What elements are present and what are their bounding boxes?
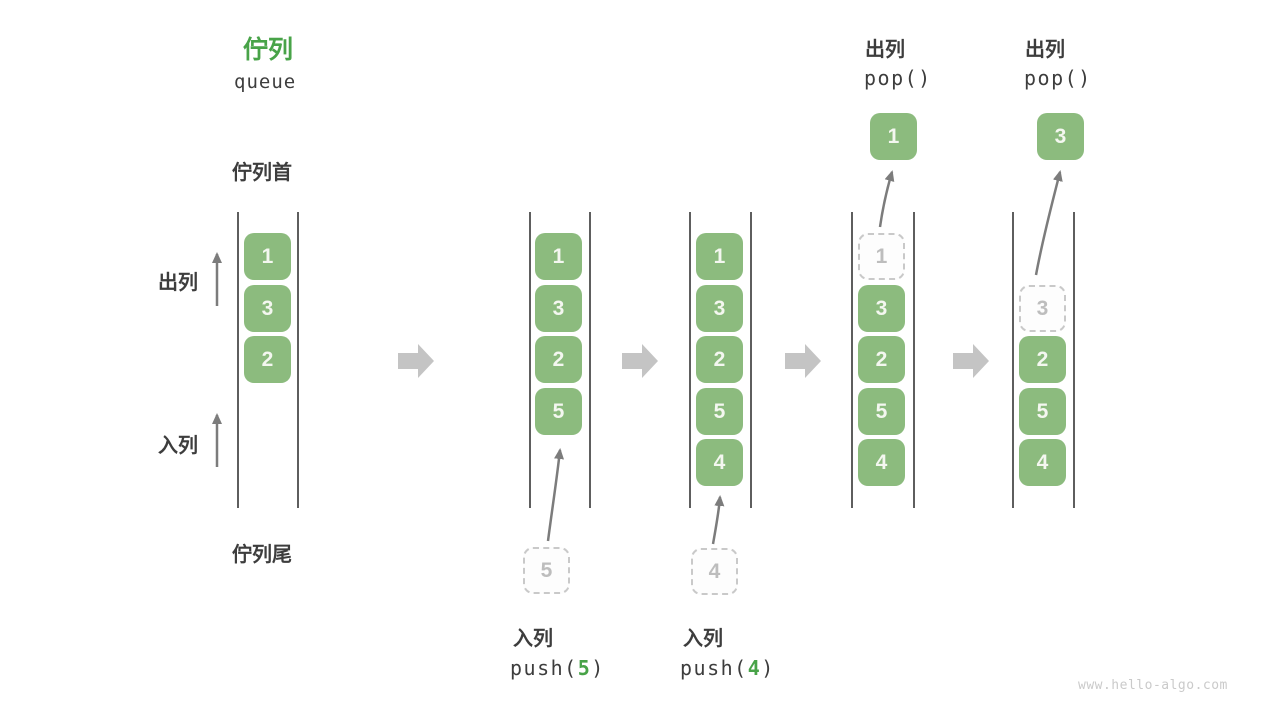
- pop-op-code: pop(): [1024, 66, 1092, 90]
- push-close-text: ): [761, 656, 775, 680]
- diagram-title: 佇列: [243, 36, 294, 64]
- queue-wall: [1012, 212, 1014, 508]
- enqueue-5-arrow-icon: [546, 448, 565, 542]
- queue-item: 3: [858, 285, 905, 332]
- popped-item: 1: [870, 113, 917, 160]
- push-arg-value: 4: [747, 656, 762, 680]
- queue-item: 5: [1019, 388, 1066, 435]
- queue-wall: [750, 212, 752, 508]
- queue-item: 2: [1019, 336, 1066, 383]
- queue-wall: [237, 212, 239, 508]
- pop-op-label: 出列: [1025, 39, 1065, 61]
- dequeue-side-label: 出列: [158, 272, 198, 294]
- pop-3-arrow-icon: [1034, 170, 1063, 276]
- queue-wall: [1073, 212, 1075, 508]
- queue-item: 1: [696, 233, 743, 280]
- diagram-subtitle: queue: [234, 71, 297, 93]
- pop-op-code: pop(): [864, 66, 932, 90]
- queue-item: 2: [696, 336, 743, 383]
- queue-item: 1: [535, 233, 582, 280]
- queue-item: 5: [858, 388, 905, 435]
- step-arrow-icon: [785, 344, 821, 378]
- queue-item: 3: [535, 285, 582, 332]
- queue-item: 3: [696, 285, 743, 332]
- queue-item: 4: [696, 439, 743, 486]
- watermark: www.hello-algo.com: [1078, 678, 1228, 693]
- push-op-code: push(5): [510, 656, 605, 680]
- enqueue-side-label: 入列: [158, 435, 198, 457]
- queue-rear-label: 佇列尾: [232, 544, 292, 566]
- queue-wall: [689, 212, 691, 508]
- queue-item: 4: [1019, 439, 1066, 486]
- step-arrow-icon: [953, 344, 989, 378]
- pop-op-label: 出列: [865, 39, 905, 61]
- removed-item-ghost: 3: [1019, 285, 1066, 332]
- queue-item: 5: [696, 388, 743, 435]
- queue-item: 2: [244, 336, 291, 383]
- incoming-item-ghost: 4: [691, 548, 738, 595]
- push-op-label: 入列: [513, 628, 553, 650]
- push-op-label: 入列: [683, 628, 723, 650]
- queue-wall: [913, 212, 915, 508]
- push-op-code: push(4): [680, 656, 775, 680]
- queue-item: 1: [244, 233, 291, 280]
- enqueue-4-arrow-icon: [711, 495, 725, 545]
- step-arrow-icon: [398, 344, 434, 378]
- step-arrow-icon: [622, 344, 658, 378]
- queue-wall: [297, 212, 299, 508]
- pop-1-arrow-icon: [878, 170, 895, 228]
- queue-wall: [529, 212, 531, 508]
- queue-item: 5: [535, 388, 582, 435]
- queue-wall: [851, 212, 853, 508]
- removed-item-ghost: 1: [858, 233, 905, 280]
- queue-item: 4: [858, 439, 905, 486]
- popped-item: 3: [1037, 113, 1084, 160]
- push-close-text: ): [591, 656, 605, 680]
- push-fn-text: push(: [510, 656, 578, 680]
- queue-item: 2: [858, 336, 905, 383]
- queue-item: 3: [244, 285, 291, 332]
- push-arg-value: 5: [577, 656, 592, 680]
- queue-wall: [589, 212, 591, 508]
- push-fn-text: push(: [680, 656, 748, 680]
- incoming-item-ghost: 5: [523, 547, 570, 594]
- queue-front-label: 佇列首: [232, 162, 292, 184]
- queue-item: 2: [535, 336, 582, 383]
